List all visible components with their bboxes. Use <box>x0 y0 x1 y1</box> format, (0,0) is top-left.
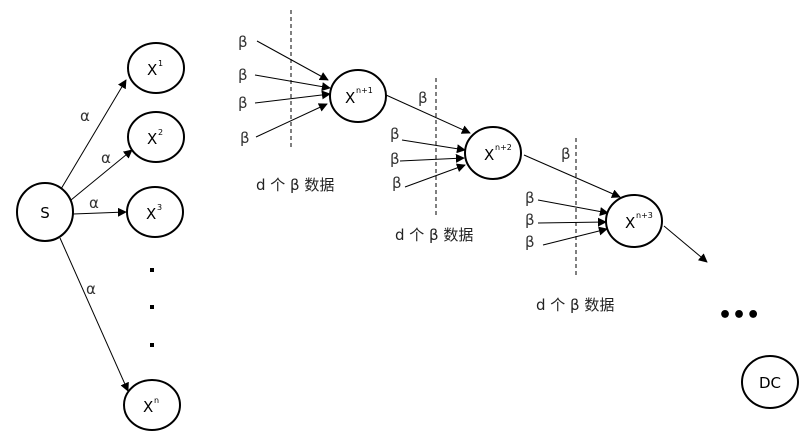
caption-d-beta-data: d 个 β 数据 <box>536 296 614 314</box>
beta-label: β <box>525 189 535 207</box>
node-dc: DC <box>741 355 799 409</box>
caption-d-beta-data: d 个 β 数据 <box>256 176 334 194</box>
beta-edge <box>254 74 331 92</box>
node-superscript: n+2 <box>495 143 512 152</box>
node-xn2: X n+2 <box>464 126 522 180</box>
beta-edge <box>256 40 329 81</box>
beta-label: β <box>561 145 571 163</box>
edge-xn1-xn2 <box>385 94 471 134</box>
beta-label: β <box>390 150 400 168</box>
node-superscript: 3 <box>157 203 162 212</box>
node-x1: X 1 <box>127 42 185 94</box>
node-x3: X 3 <box>126 186 184 238</box>
beta-label: β <box>238 33 248 51</box>
beta-edge <box>537 217 607 227</box>
beta-edge <box>542 226 608 246</box>
alpha-label: α <box>86 280 96 298</box>
beta-edge <box>401 139 466 154</box>
node-xn3: X n+3 <box>605 194 663 248</box>
node-label: X <box>484 146 494 164</box>
node-label: DC <box>759 374 781 392</box>
edge-s-x3 <box>72 207 127 217</box>
node-label: X <box>147 130 157 148</box>
beta-edge <box>255 103 328 138</box>
edge-s-x2 <box>70 149 133 201</box>
node-s: S <box>16 182 74 242</box>
beta-edge <box>254 90 331 104</box>
node-superscript: n+3 <box>636 211 653 220</box>
beta-label: β <box>418 89 428 107</box>
edge-s-xn <box>59 237 129 392</box>
beta-inputs-xn1: β β β β <box>238 33 331 147</box>
beta-edge <box>399 153 465 163</box>
alpha-label: α <box>80 107 90 125</box>
beta-label: β <box>238 94 248 112</box>
node-label: X <box>147 61 157 79</box>
beta-edge <box>404 163 466 188</box>
beta-label: β <box>525 233 535 251</box>
node-xn: X n <box>123 379 181 431</box>
node-label: X <box>345 89 355 107</box>
caption-d-beta-data: d 个 β 数据 <box>395 226 473 244</box>
beta-edge <box>537 199 609 216</box>
node-label: X <box>146 205 156 223</box>
node-label: X <box>625 214 635 232</box>
vertical-ellipsis <box>150 268 154 347</box>
horizontal-ellipsis: ••• <box>718 303 760 328</box>
node-superscript: n <box>154 396 159 405</box>
beta-inputs-xn2: β β β <box>390 125 466 192</box>
beta-label: β <box>525 211 535 229</box>
beta-label: β <box>240 129 250 147</box>
edge-xn2-xn3 <box>523 154 621 198</box>
edge-s-x1 <box>60 79 127 190</box>
beta-label: β <box>238 66 248 84</box>
beta-label: β <box>390 125 400 143</box>
node-superscript: 1 <box>158 59 163 68</box>
node-label: X <box>143 398 153 416</box>
node-x2: X 2 <box>127 111 185 163</box>
node-xn1: X n+1 <box>329 69 387 123</box>
node-superscript: 2 <box>158 128 163 137</box>
edge-xn3-out <box>663 225 708 263</box>
beta-label: β <box>392 174 402 192</box>
node-label: S <box>40 204 50 222</box>
alpha-label: α <box>101 149 111 167</box>
beta-inputs-xn3: β β β <box>525 189 609 251</box>
s-edges: α α α α <box>59 79 133 392</box>
alpha-label: α <box>89 194 99 212</box>
node-superscript: n+1 <box>356 86 373 95</box>
